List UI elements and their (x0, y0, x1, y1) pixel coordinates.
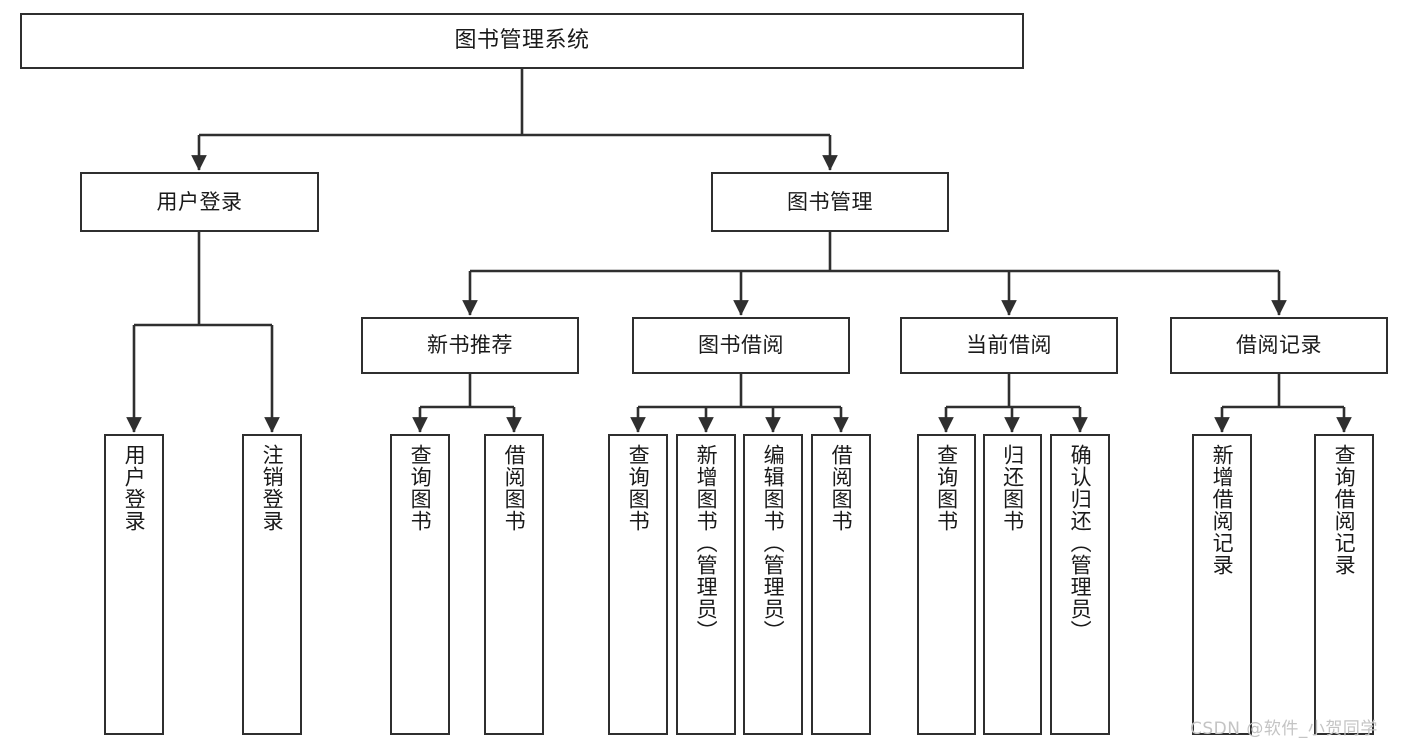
node-label-leaf-query-1: 查询图书 (408, 444, 433, 532)
csdn-watermark: CSDN @软件_小贺同学 (1190, 719, 1378, 739)
node-root[interactable]: 图书管理系统 (20, 13, 1024, 69)
node-label-root: 图书管理系统 (454, 28, 590, 54)
node-leaf-user-login[interactable]: 用户登录 (104, 434, 164, 735)
node-label-leaf-query-3: 查询图书 (934, 444, 959, 532)
node-label-leaf-edit-book: 编辑图书（管理员） (761, 444, 786, 642)
node-book-borrow[interactable]: 图书借阅 (632, 317, 850, 374)
node-leaf-add-book[interactable]: 新增图书（管理员） (676, 434, 736, 735)
node-label-borrow-record: 借阅记录 (1236, 333, 1322, 358)
node-leaf-query-3[interactable]: 查询图书 (917, 434, 976, 735)
node-leaf-query-2[interactable]: 查询图书 (608, 434, 668, 735)
node-leaf-return[interactable]: 归还图书 (983, 434, 1042, 735)
node-label-leaf-query-2: 查询图书 (626, 444, 651, 532)
node-label-leaf-query-rec: 查询借阅记录 (1332, 444, 1357, 576)
node-label-leaf-user-login: 用户登录 (122, 444, 147, 532)
node-label-current-borrow: 当前借阅 (966, 333, 1052, 358)
node-leaf-query-1[interactable]: 查询图书 (390, 434, 450, 735)
node-label-leaf-logout: 注销登录 (260, 444, 285, 532)
node-new-book-rec[interactable]: 新书推荐 (361, 317, 579, 374)
node-label-book-mgmt: 图书管理 (787, 189, 873, 214)
node-current-borrow[interactable]: 当前借阅 (900, 317, 1118, 374)
node-label-leaf-borrow-1: 借阅图书 (502, 444, 527, 532)
node-leaf-edit-book[interactable]: 编辑图书（管理员） (743, 434, 803, 735)
node-label-leaf-borrow-2: 借阅图书 (829, 444, 854, 532)
node-label-book-borrow: 图书借阅 (698, 333, 784, 358)
node-book-mgmt[interactable]: 图书管理 (711, 172, 949, 232)
node-user-login[interactable]: 用户登录 (80, 172, 319, 232)
node-leaf-borrow-1[interactable]: 借阅图书 (484, 434, 544, 735)
node-leaf-add-rec[interactable]: 新增借阅记录 (1192, 434, 1252, 735)
node-label-leaf-confirm: 确认归还（管理员） (1068, 444, 1093, 642)
node-borrow-record[interactable]: 借阅记录 (1170, 317, 1388, 374)
node-label-new-book-rec: 新书推荐 (427, 333, 513, 358)
node-leaf-confirm[interactable]: 确认归还（管理员） (1050, 434, 1110, 735)
node-leaf-borrow-2[interactable]: 借阅图书 (811, 434, 871, 735)
node-label-user-login: 用户登录 (156, 189, 243, 214)
node-label-leaf-add-rec: 新增借阅记录 (1210, 444, 1235, 576)
node-leaf-query-rec[interactable]: 查询借阅记录 (1314, 434, 1374, 735)
node-label-leaf-return: 归还图书 (1000, 444, 1025, 532)
node-label-leaf-add-book: 新增图书（管理员） (694, 444, 719, 642)
node-leaf-logout[interactable]: 注销登录 (242, 434, 302, 735)
